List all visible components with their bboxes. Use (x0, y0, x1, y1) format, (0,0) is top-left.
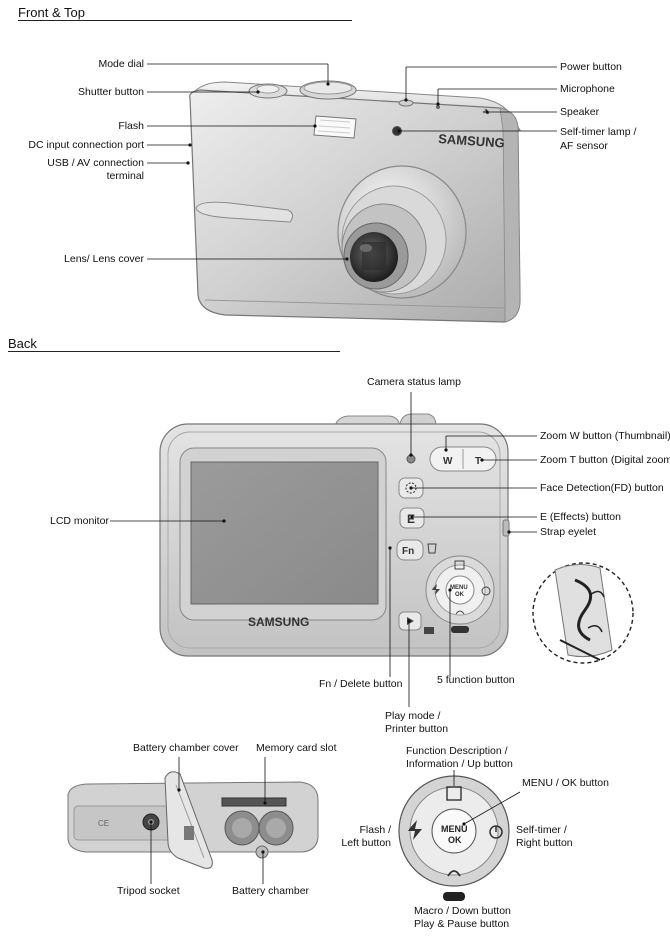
back-leader-lines (110, 392, 537, 707)
label-speaker: Speaker (560, 106, 600, 118)
label-mode-dial: Mode dial (98, 58, 144, 70)
menu-glyph-small: MENU (450, 585, 468, 591)
label-effects: E (Effects) button (540, 511, 621, 523)
label-lcd-monitor: LCD monitor (50, 515, 109, 527)
zoom-w-glyph: W (443, 456, 453, 467)
bottom-camera-illustration: CE (67, 771, 319, 869)
front-leader-lines (147, 63, 557, 260)
label-self-timer-line1: Self-timer lamp / (560, 126, 637, 138)
label-battery-cover: Battery chamber cover (133, 742, 239, 754)
effects-glyph: E (407, 512, 415, 526)
section-rule-back (8, 351, 340, 352)
label-play-mode-line2: Printer button (385, 723, 449, 735)
fn-glyph: Fn (402, 546, 414, 557)
label-shutter-button: Shutter button (78, 86, 144, 98)
back-camera-illustration (159, 413, 634, 664)
label-usb-av-line1: USB / AV connection (47, 157, 144, 169)
label-tripod-socket: Tripod socket (117, 885, 180, 897)
label-memory-slot: Memory card slot (256, 742, 337, 754)
label-zoom-w: Zoom W button (Thumbnail) (540, 430, 670, 442)
label-dial-up-line2: Information / Up button (406, 758, 513, 770)
label-microphone: Microphone (560, 83, 615, 95)
label-face-detection: Face Detection(FD) button (540, 482, 664, 494)
label-camera-status-lamp: Camera status lamp (367, 376, 461, 388)
svg-text:CE: CE (98, 819, 109, 828)
label-self-timer-line2: AF sensor (560, 140, 608, 152)
label-dial-self-timer-line1: Self-timer / (516, 824, 567, 836)
zoom-t-glyph: T (475, 456, 481, 467)
front-leader-dots (186, 82, 489, 261)
back-leader-dots (222, 448, 511, 623)
brand-logo-front: SAMSUNG (438, 131, 505, 151)
ok-glyph: OK (448, 835, 462, 845)
label-zoom-t: Zoom T button (Digital zoom) (540, 454, 670, 466)
label-fn-delete: Fn / Delete button (319, 678, 403, 690)
bottom-leader-dots (149, 788, 267, 854)
label-dial-self-timer-line2: Right button (516, 837, 573, 849)
label-dial-macro-line1: Macro / Down button (414, 905, 511, 917)
ok-glyph-small: OK (455, 592, 465, 598)
label-power-button: Power button (560, 61, 622, 73)
section-rule-front (18, 20, 352, 21)
label-usb-av-line2: terminal (106, 170, 144, 182)
dial-leader-lines (453, 770, 521, 825)
label-play-mode-line1: Play mode / (385, 710, 441, 722)
label-strap-eyelet: Strap eyelet (540, 526, 597, 538)
menu-glyph: MENU (441, 824, 468, 834)
label-dial-flash-line1: Flash / (359, 824, 391, 836)
section-title-front-top: Front & Top (18, 5, 85, 20)
front-camera-illustration (189, 80, 521, 323)
label-dial-menu-ok: MENU / OK button (522, 777, 609, 789)
label-flash: Flash (118, 120, 144, 132)
label-dc-input: DC input connection port (28, 139, 144, 151)
label-lens: Lens/ Lens cover (64, 253, 144, 265)
label-dial-up-line1: Function Description / (406, 745, 508, 757)
label-dial-macro-line2: Play & Pause button (414, 918, 510, 930)
brand-logo-back: SAMSUNG (248, 615, 309, 629)
section-title-back: Back (8, 336, 37, 351)
label-five-function: 5 function button (437, 674, 515, 686)
label-battery-chamber: Battery chamber (232, 885, 310, 897)
bottom-leader-lines (150, 757, 266, 884)
label-dial-flash-line2: Left button (341, 837, 391, 849)
